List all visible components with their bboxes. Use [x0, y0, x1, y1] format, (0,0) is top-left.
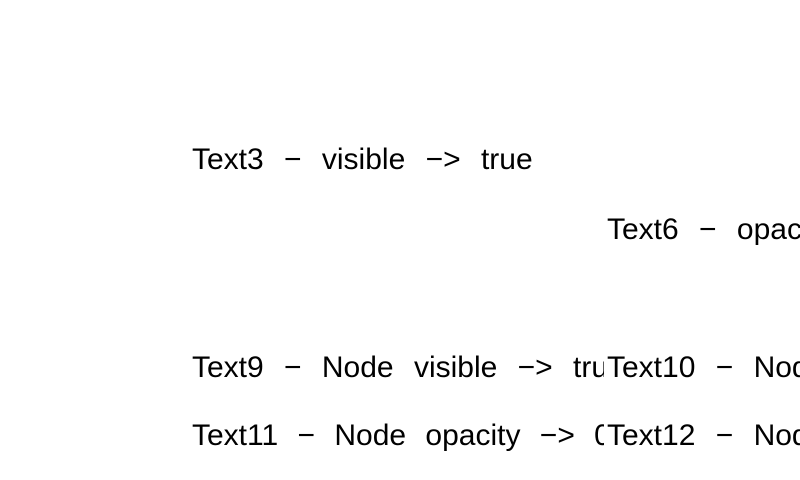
text-node-text12: Text12 − Nod — [604, 419, 800, 453]
text-node-text11: Text11 − Node opacity −> 0 — [192, 419, 611, 452]
text-node-text9: Text9 − Node visible −> true — [192, 351, 625, 384]
text-node-text3: Text3 − visible −> true — [192, 143, 533, 176]
text-node-text10: Text10 − Nod — [604, 351, 800, 385]
text-node-text6: Text6 − opac — [604, 213, 800, 247]
